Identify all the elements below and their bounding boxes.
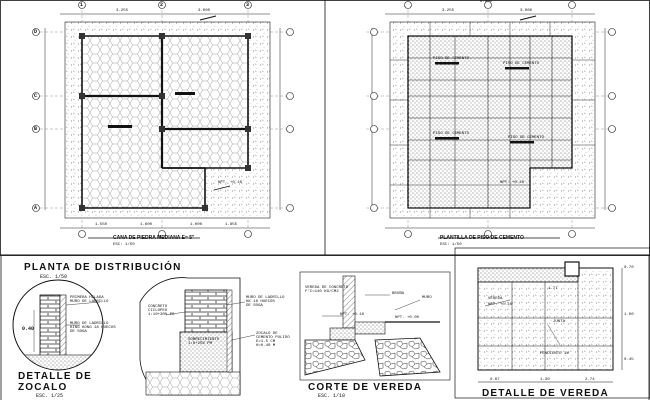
vereda-dim-bottom-1: 0.87	[490, 378, 500, 382]
zocalo-note-2: MURO DE LADRILLO KING KONG 18 HUECOS DE …	[70, 322, 116, 334]
left-bottom-dim-3: 1.000	[190, 223, 203, 227]
right-plan-scale: ESC: 1/50	[440, 243, 462, 247]
vereda-dim-right-2: 1.00	[624, 313, 634, 317]
zocalo-note-6: SOBRECIMIENTO 1:8+25% PM	[188, 338, 220, 346]
right-top-dim-1: 3.255	[442, 9, 455, 13]
vereda-label-1: VEREDA	[488, 297, 503, 301]
grid-letter-a: A	[34, 205, 38, 211]
zocalo-note-3: CONCRETO CICLOPEO 1:10+30% PG	[148, 305, 175, 317]
corte-note-2: BRUÑA	[392, 292, 405, 296]
vereda-label-3: JUNTA	[553, 320, 566, 324]
right-room-label-1: PISO DE CEMENTO	[433, 57, 470, 61]
vereda-label-4: PENDIENTE 1%	[540, 352, 569, 356]
right-top-dim-2: 3.000	[520, 9, 533, 13]
vereda-dim-bottom-2: 1.30	[540, 378, 550, 382]
vereda-label-2: NPT. +0.10	[488, 303, 513, 307]
zocalo-dim: 0.40	[22, 326, 35, 332]
detalle-vereda-heading: DETALLE DE VEREDA	[482, 388, 609, 399]
zocalo-note-5: ZOCALO DE CEMENTO PULIDO E=1.5 CM H=0.40…	[256, 332, 290, 348]
right-total-dim: 6.850	[480, 0, 493, 4]
right-plan-title: PLANTILLA DE PISO DE CEMENTO	[440, 235, 524, 241]
zocalo-note-4: MURO DE LADRILLO KK 18 HUECOS DE SOGA	[246, 296, 285, 308]
grid-letter-d: D	[34, 29, 38, 35]
grid-number-1: 1	[80, 2, 84, 8]
left-npt-label: NPT. +0.10	[218, 181, 243, 185]
right-room-label-3: PISO DE CEMENTO	[433, 132, 470, 136]
grid-letter-c: C	[34, 93, 38, 99]
left-top-dim-2: 3.000	[198, 9, 211, 13]
left-bottom-dim-4: 1.855	[225, 223, 238, 227]
grid-letter-b: B	[34, 126, 38, 132]
zocalo-detail-circle	[12, 279, 104, 371]
right-room-label-4: PISO DE CEMENTO	[508, 136, 545, 140]
left-plan-title: CANA DE PIEDRA MEDIANA E= 5"	[113, 235, 195, 241]
left-top-dim-1: 3.255	[116, 9, 129, 13]
planta-scale: ESC. 1/50	[40, 274, 68, 280]
corte-scale: ESC. 1/10	[318, 393, 346, 399]
detalle-zocalo-heading-1: DETALLE DE	[18, 371, 93, 382]
detalle-vereda-drawing	[454, 247, 650, 399]
grid-number-2: 2	[160, 2, 164, 8]
corte-note-5: NPT. +0.00	[395, 316, 420, 320]
left-bottom-dim-2: 1.600	[140, 223, 153, 227]
detalle-zocalo-scale: ESC. 1/25	[36, 393, 64, 399]
detalle-zocalo-heading-2: ZOCALO	[18, 382, 68, 393]
left-bottom-dim-1: 1.550	[95, 223, 108, 227]
right-npt-label: NPT. +0.10	[500, 181, 525, 185]
corte-vereda-drawing	[299, 271, 451, 381]
planta-heading: PLANTA DE DISTRIBUCIÓN	[24, 262, 182, 273]
zocalo-note-1: PRIMERA HILADA MURO DE LADRILLO	[70, 296, 109, 304]
right-floor-plan	[366, 1, 616, 239]
vereda-dim-bottom-3: 2.74	[585, 378, 595, 382]
corte-heading: CORTE DE VEREDA	[308, 382, 423, 393]
left-plan-scale: ESC: 1/50	[113, 243, 135, 247]
vereda-label-5: 1.77	[548, 287, 558, 291]
right-room-label-2: PISO DE CEMENTO	[503, 62, 540, 66]
corte-note-1: VEREDA DE CONCRETO F'C=140 KG/CM2	[305, 286, 349, 294]
vereda-dim-right-1: 0.70	[624, 266, 634, 270]
left-floor-plan	[32, 1, 294, 239]
vereda-dim-right-3: 0.45	[624, 358, 634, 362]
corte-note-4: NPT. +0.10	[340, 313, 365, 317]
grid-number-3: 3	[246, 2, 250, 8]
zocalo-section	[139, 277, 256, 396]
corte-note-3: MURO	[422, 296, 432, 300]
